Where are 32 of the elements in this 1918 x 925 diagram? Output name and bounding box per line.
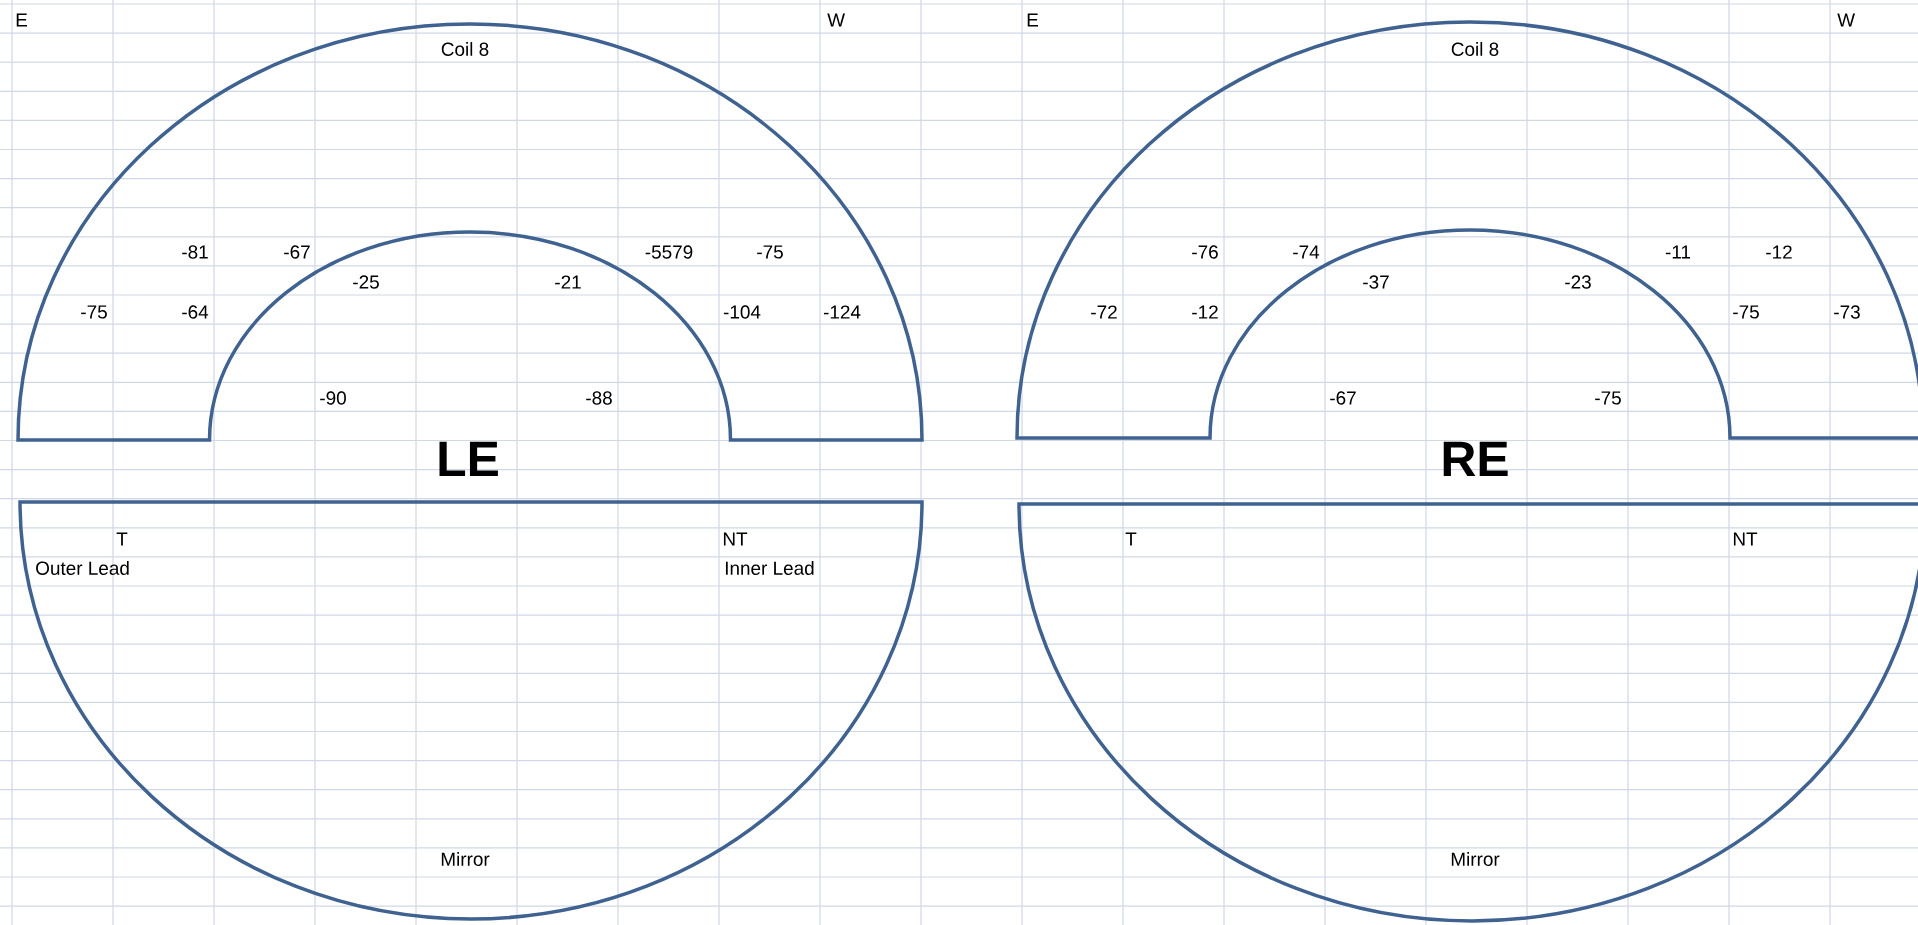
measurement-value: -75	[1733, 305, 1759, 319]
side-label: T	[116, 532, 128, 546]
measurement-value: -76	[1192, 245, 1218, 259]
measurement-value: -67	[1330, 391, 1356, 405]
measurement-value: -104	[723, 305, 761, 319]
measurement-value: -23	[1565, 275, 1591, 289]
measurement-value: -12	[1192, 305, 1218, 319]
measurement-value: -37	[1363, 275, 1389, 289]
measurement-value: -81	[182, 245, 208, 259]
measurement-value: -11	[1665, 245, 1691, 259]
side-label: T	[1125, 532, 1137, 546]
measurement-value: -25	[353, 275, 379, 289]
measurement-value: -21	[555, 275, 581, 289]
measurement-value: -74	[1293, 245, 1320, 259]
measurement-value: -124	[823, 305, 861, 319]
measurement-value: -72	[1091, 305, 1117, 319]
measurement-value: -67	[284, 245, 310, 259]
side-label: NT	[723, 532, 748, 546]
measurement-value: -75	[757, 245, 783, 259]
eye-label: LE	[439, 441, 498, 477]
measurement-value: -75	[81, 305, 107, 319]
measurement-value: -12	[1766, 245, 1792, 259]
side-label: NT	[1733, 532, 1758, 546]
measurement-value: -5579	[645, 245, 693, 259]
measurement-value: -88	[586, 391, 612, 405]
measurement-value: -75	[1595, 391, 1621, 405]
lead-label: Outer Lead	[36, 561, 129, 575]
measurement-value: -64	[182, 305, 209, 319]
measurement-value: -73	[1834, 305, 1860, 319]
eye-label: RE	[1443, 441, 1508, 477]
measurement-value: -90	[320, 391, 346, 405]
lead-label: Inner Lead	[725, 561, 814, 575]
